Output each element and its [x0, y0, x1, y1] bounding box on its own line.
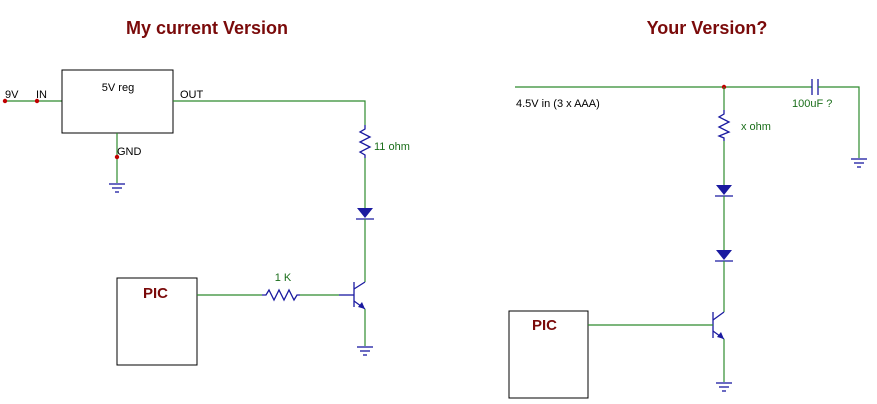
- pic-label-left: PIC: [143, 285, 168, 302]
- node-9v: [2, 98, 8, 104]
- label-gnd: GND: [117, 146, 142, 158]
- regulator-box: [61, 69, 174, 134]
- transistor-left-arrow: [358, 302, 365, 309]
- ground-symbol-reg: [109, 183, 125, 193]
- out-wire: [173, 100, 366, 125]
- capacitor-label: 100uF ?: [792, 98, 832, 110]
- label-9v: 9V: [5, 89, 19, 101]
- resistor-xohm-label: x ohm: [741, 121, 771, 133]
- ground-symbol-cap: [851, 158, 867, 168]
- pic-box-right: [508, 310, 589, 399]
- resistor-1k-label: 1 K: [275, 272, 292, 284]
- transistor-right-arrow: [717, 332, 724, 339]
- left-title: My current Version: [126, 18, 288, 38]
- led-right-1: [715, 185, 733, 197]
- resistor-11ohm-label: 11 ohm: [374, 141, 410, 153]
- pic-box-left: [116, 277, 198, 366]
- resistor-1k: [262, 288, 300, 302]
- regulator-label: 5V reg: [102, 82, 134, 94]
- label-out: OUT: [180, 89, 204, 101]
- capacitor: [811, 79, 819, 95]
- pic-label-right: PIC: [532, 317, 557, 334]
- led-right-2: [715, 250, 733, 262]
- led-left: [356, 208, 374, 220]
- node-gnd: [114, 154, 120, 160]
- transistor-right: [712, 311, 725, 340]
- supply-label: 4.5V in (3 x AAA): [516, 98, 600, 110]
- label-in: IN: [36, 89, 47, 101]
- ground-symbol-left: [357, 346, 373, 356]
- resistor-xohm: [717, 110, 731, 141]
- capacitor-wire: [818, 86, 860, 158]
- transistor-left: [339, 281, 366, 310]
- ground-symbol-right: [716, 382, 732, 392]
- resistor-11ohm: [358, 125, 372, 158]
- node-in: [34, 98, 40, 104]
- right-title: Your Version?: [647, 18, 768, 38]
